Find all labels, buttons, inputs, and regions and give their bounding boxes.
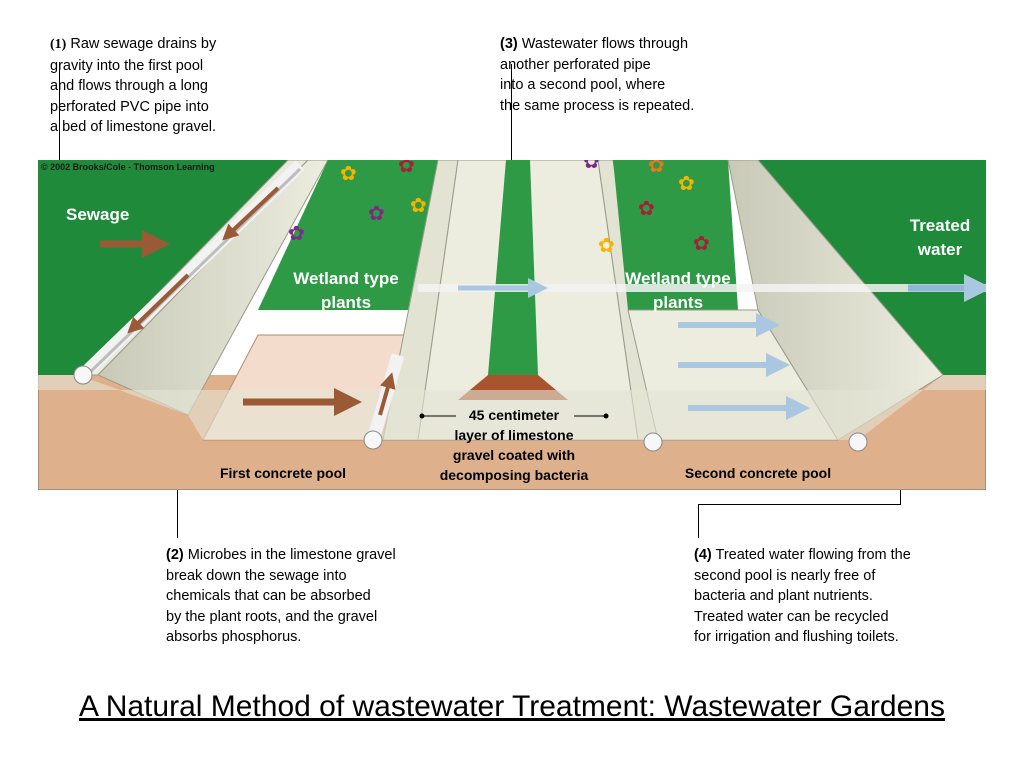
- gravel-label-line-4: decomposing bacteria: [440, 467, 589, 483]
- step-1-annotation: (1) Raw sewage drains by gravity into th…: [50, 34, 216, 138]
- leader-line-step-2: [177, 448, 178, 538]
- step-1-number: (1): [50, 37, 67, 52]
- gravel-callout-dot-right: [603, 413, 609, 419]
- concrete-base: [38, 375, 986, 440]
- first-pool-label: First concrete pool: [220, 465, 346, 481]
- flower-icon: ✿: [583, 160, 600, 173]
- step-4-annotation: (4) Treated water flowing from the secon…: [694, 545, 911, 648]
- flower-icon: ✿: [398, 160, 415, 177]
- flower-icon: ✿: [288, 221, 305, 245]
- treated-water-label-line-2: water: [917, 240, 963, 259]
- wetland-plants-label-2-line-2: plants: [653, 293, 703, 312]
- flower-icon: ✿: [648, 160, 665, 177]
- wetland-plants-label-2-line-1: Wetland type: [625, 269, 730, 288]
- riser-flow-arrow: [378, 372, 396, 416]
- pipe-end-3: [643, 432, 663, 452]
- wetland-plants-label-1-line-1: Wetland type: [293, 269, 398, 288]
- pipe-flow-arrow-2: [127, 273, 190, 334]
- pipe-flow-arrow-1: [222, 186, 280, 241]
- gravel-callout-dot-left: [419, 413, 425, 419]
- gravel-label-line-3: gravel coated with: [453, 447, 575, 463]
- grass-left: [38, 160, 288, 375]
- first-pool-wetland: [258, 160, 438, 310]
- flower-icons: ✿ ✿ ✿ ✿ ✿ ✿ ✿ ✿ ✿ ✿ ✿: [288, 160, 710, 257]
- gravel-label-line-1: 45 centimeter: [469, 407, 560, 423]
- second-pool-wetland: [613, 160, 738, 310]
- step-2-number: (2): [166, 547, 184, 563]
- step-4-text: Treated water flowing from the second po…: [694, 547, 911, 645]
- step-3-number: (3): [500, 36, 518, 52]
- step-3-text: Wastewater flows through another perfora…: [500, 36, 695, 114]
- leader-line-step-1: [59, 64, 60, 250]
- step-3-annotation: (3) Wastewater flows through another per…: [500, 34, 694, 116]
- step-1-text: Raw sewage drains by gravity into the fi…: [50, 36, 217, 135]
- flower-icon: ✿: [368, 201, 385, 225]
- flower-icon: ✿: [693, 231, 710, 255]
- pipe-end-1: [73, 365, 93, 385]
- flower-icon: ✿: [678, 171, 695, 195]
- step-4-number: (4): [694, 547, 712, 563]
- copyright-notice: © 2002 Brooks/Cole - Thomson Learning: [41, 162, 215, 172]
- flower-icon: ✿: [638, 196, 655, 220]
- flower-icon: ✿: [340, 161, 357, 185]
- step-2-text: Microbes in the limestone gravel break d…: [166, 547, 396, 645]
- page-title: A Natural Method of wastewater Treatment…: [79, 690, 945, 723]
- gravel-label-line-2: layer of limestone: [454, 427, 573, 443]
- pipe-end-2: [363, 430, 383, 450]
- pipe-end-4: [848, 432, 868, 452]
- flower-icon: ✿: [410, 193, 427, 217]
- wetland-plants-label-1-line-2: plants: [321, 293, 371, 312]
- sewage-label: Sewage: [66, 205, 129, 224]
- second-pool-label: Second concrete pool: [685, 465, 831, 481]
- flower-icon: ✿: [598, 233, 615, 257]
- treated-water-label-line-1: Treated: [910, 216, 970, 235]
- step-2-annotation: (2) Microbes in the limestone gravel bre…: [166, 545, 396, 648]
- leader-line-step-4-vertical-b: [698, 504, 699, 538]
- wastewater-garden-illustration: ✿ ✿ ✿ ✿ ✿ ✿ ✿ ✿ ✿ ✿ ✿ © 2002 Brooks/Cole…: [38, 160, 986, 490]
- leader-line-step-4-horizontal: [698, 504, 901, 505]
- center-grass-strip: [488, 160, 538, 375]
